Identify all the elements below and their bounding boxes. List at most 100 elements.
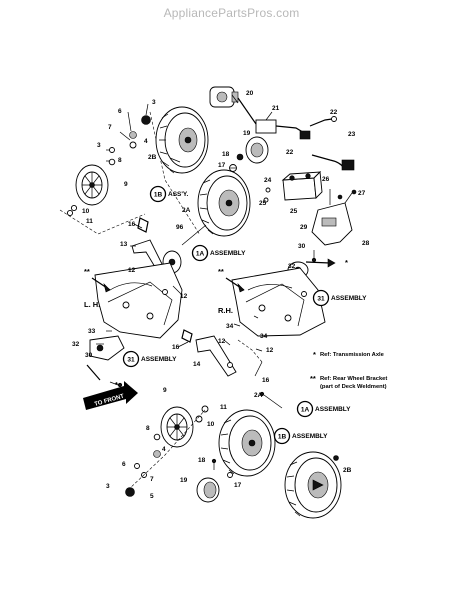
left-spring-clip xyxy=(137,217,149,233)
part-number: 19 xyxy=(180,477,188,484)
svg-text:ASSEMBLY: ASSEMBLY xyxy=(292,433,328,440)
top-left-nut xyxy=(141,115,151,125)
part-number: 6 xyxy=(118,108,122,115)
top-left-tire xyxy=(155,106,209,174)
bottom-cap-19 xyxy=(196,477,220,503)
note-bracket-line1: Ref: Rear Wheel Bracket xyxy=(320,376,387,382)
svg-text:1B: 1B xyxy=(154,192,163,199)
part-number: 14 xyxy=(193,361,201,368)
svg-text:ASSEMBLY: ASSEMBLY xyxy=(315,406,351,413)
right-wheel-bracket xyxy=(231,267,326,337)
right-spring xyxy=(181,329,193,343)
part-number: 4 xyxy=(144,138,148,145)
part-number: 22 xyxy=(330,109,338,116)
part-number: 16 xyxy=(172,344,180,351)
small-connector xyxy=(299,130,311,140)
left-wheel-bracket xyxy=(94,262,183,339)
part-number: 17 xyxy=(234,482,242,489)
top-left-bearing xyxy=(108,158,116,166)
harness-connector xyxy=(255,119,277,134)
part-number: 32 xyxy=(288,263,296,270)
svg-text:31: 31 xyxy=(317,296,325,303)
part-number: 16 xyxy=(128,221,136,228)
part-number: 2B xyxy=(343,467,352,474)
left-ref-asterisk: ** xyxy=(84,267,90,276)
svg-text:ASSEMBLY: ASSEMBLY xyxy=(210,250,246,257)
part-number: 12 xyxy=(180,293,188,300)
part-number: 19 xyxy=(243,130,251,137)
motor-harness-group xyxy=(209,86,355,171)
top-left-small-washer-a xyxy=(70,204,78,212)
transmission-ref-asterisk-2: * xyxy=(115,380,118,389)
top-left-cap xyxy=(129,141,137,149)
part-number: 2A xyxy=(182,207,191,214)
to-front-arrow: TO FRONT xyxy=(83,381,138,410)
left-side-label: L. H. xyxy=(84,300,100,309)
part-number: 7 xyxy=(150,476,154,483)
bottom-spacer-10 xyxy=(195,415,203,423)
bottom-washer-4 xyxy=(153,450,161,458)
part-number: 27 xyxy=(358,190,366,197)
part-number: 10 xyxy=(82,208,90,215)
bottom-washer-8 xyxy=(153,433,161,441)
note-bracket-line2: (part of Deck Weldment) xyxy=(320,384,387,390)
part-number: 24 xyxy=(264,177,272,184)
part-number: 9 xyxy=(124,181,128,188)
part-number: 32 xyxy=(72,341,80,348)
svg-text:ASS'Y.: ASS'Y. xyxy=(168,191,189,198)
svg-text:1A: 1A xyxy=(196,251,205,258)
assembly-callout-31-left: 31 ASSEMBLY xyxy=(122,350,177,368)
part-number: 23 xyxy=(348,131,356,138)
part-number: 3 xyxy=(97,142,101,149)
center-tire xyxy=(197,169,251,237)
part-number: 12 xyxy=(218,338,226,345)
top-left-hub-disc xyxy=(75,164,109,206)
assembly-callout-1a-bottom: 1A ASSEMBLY xyxy=(296,400,351,418)
top-left-spacer xyxy=(109,147,115,153)
svg-text:1B: 1B xyxy=(278,434,287,441)
part-number: 30 xyxy=(298,243,306,250)
svg-text:ASSEMBLY: ASSEMBLY xyxy=(141,356,177,363)
part-number: 30 xyxy=(85,352,93,359)
watermark-text: AppliancePartsPros.com xyxy=(163,6,300,20)
part-number: 11 xyxy=(86,218,93,225)
part-number: 17 xyxy=(218,162,226,169)
part-number: 10 xyxy=(207,421,215,428)
part-number: 34 xyxy=(260,333,268,340)
bottom-spacer-11 xyxy=(201,405,209,413)
part-number: 22 xyxy=(286,149,294,156)
part-number: 16 xyxy=(262,377,270,384)
part-number: 3 xyxy=(152,99,156,106)
assembly-callout-1b-bottom: 1B ASSEMBLY xyxy=(273,427,328,445)
transmission-ref-asterisk-1: * xyxy=(345,258,348,267)
part-number: 25 xyxy=(290,208,298,215)
bottom-tire-1a xyxy=(218,409,276,477)
assembly-callout-31-right: 31 ASSEMBLY xyxy=(312,289,367,307)
clutch-ring xyxy=(245,136,269,164)
part-number: 18 xyxy=(198,457,206,464)
switch-plug xyxy=(341,159,355,171)
svg-text:31: 31 xyxy=(127,357,135,364)
assembly-callout-1a-top: 1A ASSEMBLY xyxy=(191,244,246,262)
part-number: 5 xyxy=(150,493,154,500)
leader-lines xyxy=(96,94,273,352)
part-number: 7 xyxy=(108,124,112,131)
part-number: 2A xyxy=(254,392,263,399)
part-number: 20 xyxy=(246,90,254,97)
part-number: 8 xyxy=(146,425,150,432)
part-number: 8 xyxy=(118,157,122,164)
part-number: 26 xyxy=(322,176,330,183)
part-number: 2B xyxy=(148,154,157,161)
svg-text:ASSEMBLY: ASSEMBLY xyxy=(331,295,367,302)
top-left-hub-group xyxy=(59,106,209,236)
top-left-small-washer-b xyxy=(66,209,74,217)
part-number: 4 xyxy=(162,446,166,453)
part-number: 28 xyxy=(362,240,370,247)
part-number: 9 xyxy=(163,387,167,394)
part-number: 12 xyxy=(266,347,274,354)
svg-text:1A: 1A xyxy=(301,407,310,414)
note-transmission: Ref: Transmission Axle xyxy=(320,352,385,358)
part-number: 34 xyxy=(226,323,234,330)
part-number: 29 xyxy=(300,224,308,231)
